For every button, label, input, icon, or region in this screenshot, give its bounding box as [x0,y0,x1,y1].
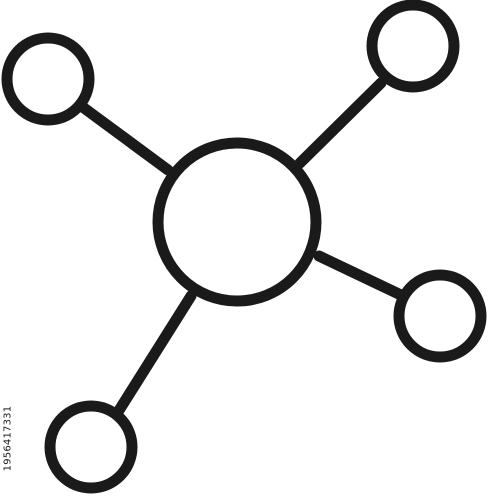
bottom-left-node-circle [44,400,138,494]
connector-line-bottom-left [112,290,197,418]
top-left-node-circle [1,32,95,126]
connector-line-top-right [294,77,387,169]
right-node-circle [393,269,487,363]
connector-line-right [313,250,409,302]
center-node-circle [152,137,322,307]
stock-id-label: 1956417331 [2,388,14,488]
connector-line-top-left [78,102,174,176]
stock-id-text: 1956417331 [2,405,14,471]
top-right-node-circle [366,0,460,93]
